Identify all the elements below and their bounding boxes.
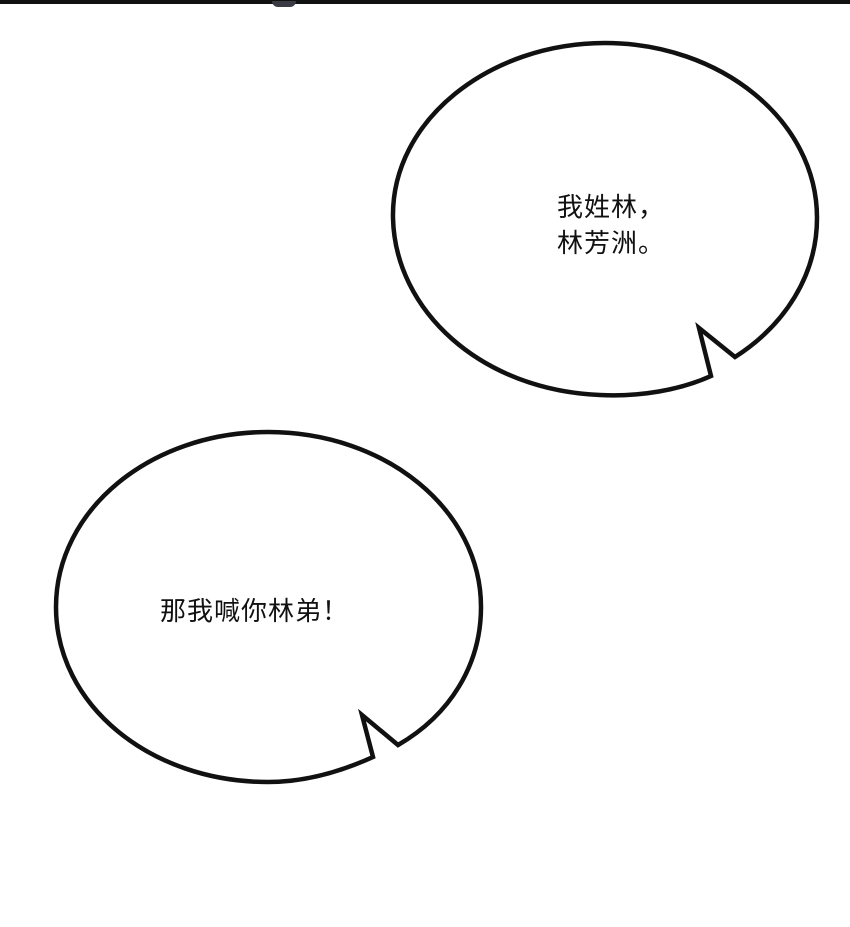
- speech-bubble-2-text: 那我喊你林弟！: [160, 594, 349, 630]
- speech-bubble-2-outline: [53, 429, 484, 785]
- panel-top-artwork-fragment: [272, 1, 296, 7]
- dialogue-line: 那我喊你林弟！: [160, 597, 350, 627]
- speech-bubble-1-text: 我姓林， 林芳洲。: [557, 190, 665, 262]
- dialogue-line: 林芳洲。: [557, 229, 666, 259]
- dialogue-line: 我姓林，: [557, 193, 666, 223]
- panel-top-edge: [0, 0, 850, 4]
- speech-bubble-1-outline: [390, 40, 820, 398]
